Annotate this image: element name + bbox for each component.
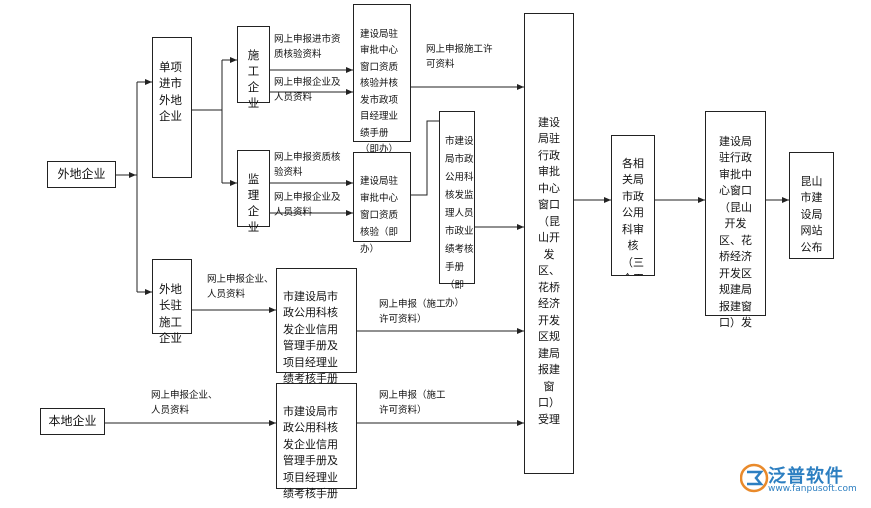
edge-label-online-company-personnel-3: 网上申报企业、 人员资料: [207, 274, 274, 300]
municipal-review-node: 各相 关局 市政 公用 科审 核 （三 个工: [611, 135, 655, 276]
window-qualification-project-node: 建设局驻 审批中心 窗口资质 核验并核 发市政项 目经理业 绩手册 （即办）: [353, 4, 411, 155]
node-text: 监 理 企 业: [247, 172, 260, 234]
website-publish-node: 昆山 市建 设局 网站 公布: [789, 152, 834, 259]
node-text: 建设局驻 审批中心 窗口资质 核验并核 发市政项 目经理业 绩手册 （即办）: [360, 28, 399, 156]
edge-label-online-construction-permit-1: 网上申报施工许 可资料: [426, 44, 493, 70]
edge-label-online-company-personnel-1: 网上申报企业及 人员资料: [274, 77, 341, 103]
node-text: 外地 长驻 施工 企业: [159, 281, 182, 346]
node-text: 市建设局市 政公用科核 发企业信用 管理手册及 项目经理业 绩考核手册: [283, 404, 338, 501]
node-text: 施 工 企 业: [247, 48, 260, 110]
connector: [411, 120, 439, 196]
logo-name: 泛普软件: [768, 466, 844, 487]
edge-label-online-qualification-check: 网上申报进市资 质核验资料: [274, 34, 341, 60]
edge-label-online-construction-permit-2: 网上申报（施工 许可资料）: [379, 299, 446, 325]
edge-label-online-company-personnel-4: 网上申报企业、 人员资料: [151, 390, 218, 416]
edge-label-online-company-personnel-2: 网上申报企业及 人员资料: [274, 192, 341, 218]
construction-company-node: 施 工 企 业: [237, 26, 270, 110]
node-text: 昆山 市建 设局 网站 公布: [800, 174, 823, 254]
municipal-credit-manual-node-1: 市建设局市 政公用科核 发企业信用 管理手册及 项目经理业 绩考核手册: [276, 268, 357, 385]
bureau-window-issue-node: 建设局 驻行政 审批中 心窗口 （昆山 开发 区、花 桥经济 开发区 规建局 报…: [705, 111, 766, 329]
node-text: 市建设局市 政公用科核 发企业信用 管理手册及 项目经理业 绩考核手册: [283, 289, 338, 386]
resident-company-node: 外地 长驻 施工 企业: [152, 259, 192, 345]
local-company-node: 本地企业: [40, 408, 105, 435]
logo-url: www.fanpusoft.com: [768, 484, 857, 494]
node-text: 市建设 局市政 公用科 核发监 理人员 市政业 绩考核 手册 （即 办）: [445, 136, 474, 309]
supervision-company-node: 监 理 企 业: [237, 150, 270, 234]
node-text: 外地企业: [57, 167, 106, 181]
bureau-window-accept-node: 建设 局驻 行政 审批 中心 窗口 （昆 山开 发 区、 花桥 经济 开发 区规…: [524, 13, 574, 474]
window-qualification-verify-node: 建设局驻 审批中心 窗口资质 核验（即 办）: [353, 152, 411, 255]
municipal-credit-manual-node-2: 市建设局市 政公用科核 发企业信用 管理手册及 项目经理业 绩考核手册: [276, 383, 357, 500]
single-project-node: 单项 进市 外地 企业: [152, 37, 192, 178]
edge-label-online-construction-permit-3: 网上申报（施工 许可资料）: [379, 390, 446, 416]
node-text: 建设局驻 审批中心 窗口资质 核验（即 办）: [360, 176, 399, 255]
node-text: 本地企业: [48, 414, 97, 428]
node-text: 建设 局驻 行政 审批 中心 窗口 （昆 山开 发 区、 花桥 经济 开发 区规…: [538, 115, 560, 426]
foreign-company-node: 外地企业: [47, 161, 116, 188]
node-text: 各相 关局 市政 公用 科审 核 （三 个工: [622, 156, 644, 276]
municipal-supervisor-manual-node: 市建设 局市政 公用科 核发监 理人员 市政业 绩考核 手册 （即 办）: [439, 111, 475, 309]
logo-mark-icon: [740, 463, 769, 493]
node-text: 单项 进市 外地 企业: [159, 59, 182, 124]
edge-label-online-qualification-check-2: 网上申报资质核 验资料: [274, 152, 341, 178]
node-text: 建设局 驻行政 审批中 心窗口 （昆山 开发 区、花 桥经济 开发区 规建局 报…: [719, 134, 752, 330]
